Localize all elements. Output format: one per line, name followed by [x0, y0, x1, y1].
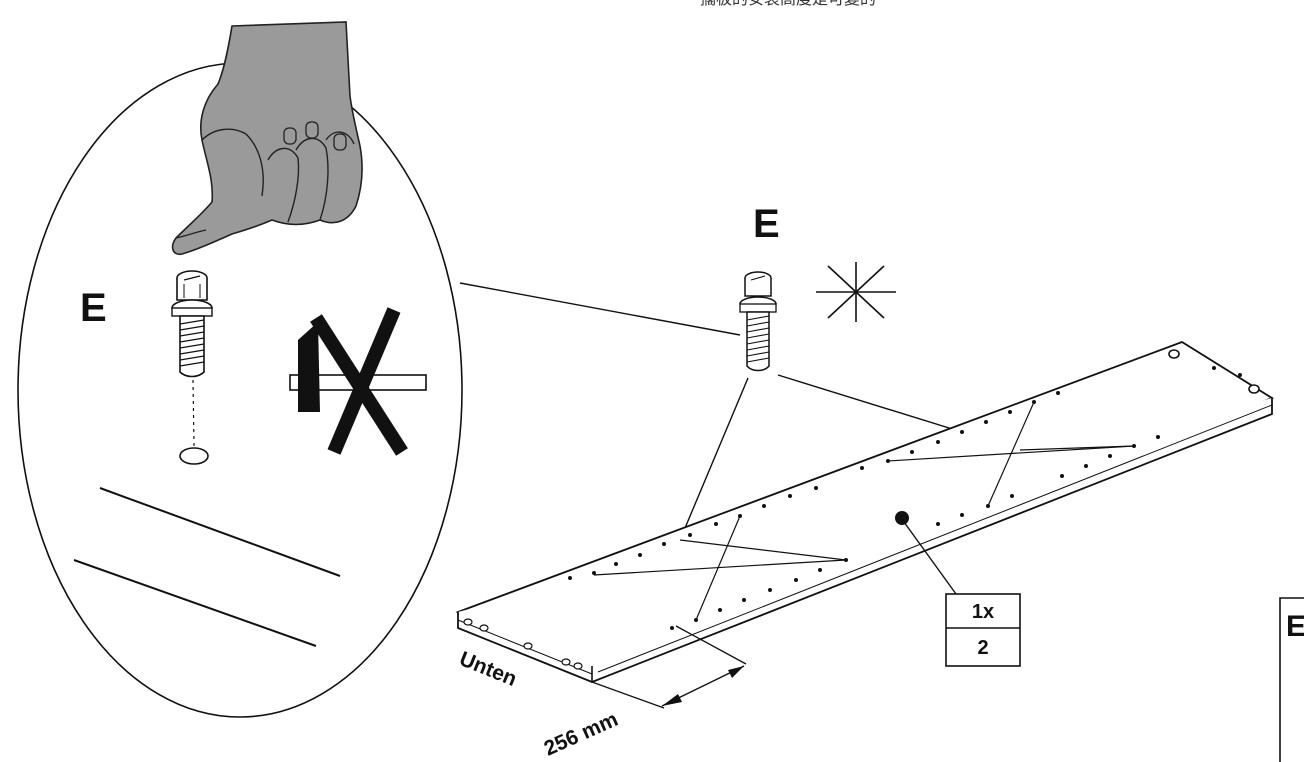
hand-icon [171, 21, 363, 256]
parts-quantity: 1x [972, 601, 994, 623]
detail-part-letter: E [80, 286, 107, 330]
detail-callout: E [17, 21, 741, 718]
screw-guide-line [192, 379, 195, 447]
detail-panel-edge-top [99, 487, 341, 577]
screw-icon [171, 270, 213, 378]
leader-line-left [679, 377, 749, 541]
main-part-letter: E [753, 202, 780, 246]
bottom-side-label: Unten [456, 647, 520, 691]
center-hole-marker [895, 511, 909, 525]
screw-hole [179, 447, 209, 465]
detail-panel-edge-bottom [73, 559, 317, 647]
shelf-panel [455, 341, 1274, 683]
parts-box: 1x 2 [945, 593, 1021, 667]
right-edge-letter: E [1286, 610, 1304, 643]
dimension-marker [591, 625, 747, 709]
sparkle-icon [816, 262, 896, 322]
parts-box-leader [903, 521, 957, 595]
main-screw-icon [739, 271, 777, 372]
callout-leader-line [459, 282, 741, 336]
parts-number: 2 [977, 637, 988, 659]
header-caption: 擱板的安裝高度是可變的 [700, 0, 876, 8]
prohibited-x-icon [310, 307, 408, 456]
right-edge-box: E [1279, 597, 1304, 762]
dimension-label: 256 mm [541, 708, 622, 761]
